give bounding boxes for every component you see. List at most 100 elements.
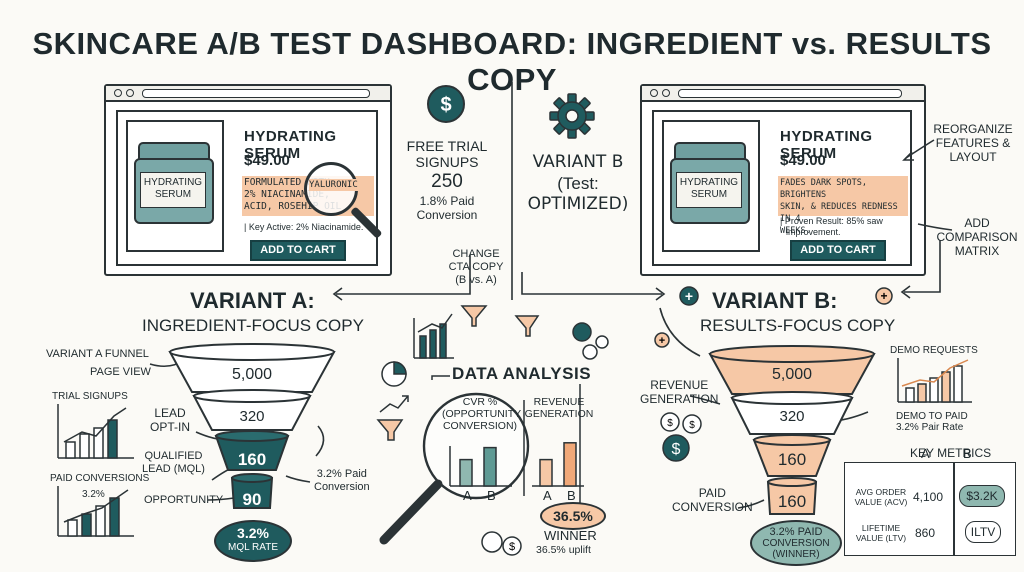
funnel-a-value-1: 5,000 — [231, 366, 273, 383]
paid-conversion-winner-badge: 3.2% PAID CONVERSION (WINNER) — [750, 520, 842, 566]
table-row: AVG ORDER VALUE (ACV) 4,100 $3.2K — [849, 485, 1011, 517]
note-line: ADD — [964, 216, 990, 230]
note-line: (Test: — [557, 174, 599, 193]
magnifier-icon: YALURONIC — [304, 162, 358, 216]
add-to-cart-button-a[interactable]: ADD TO CART — [250, 240, 346, 261]
label-line: GENERATION — [640, 392, 719, 406]
trend-line — [63, 489, 129, 523]
plus-circle-icon — [654, 332, 670, 348]
curve-to-funnel-b — [659, 307, 701, 357]
coins-icon: $ $ $ — [660, 412, 702, 462]
table-row: LIFETIME VALUE (LTV) 860 ILTV — [849, 521, 1011, 553]
arrowhead — [402, 395, 409, 402]
add-to-cart-button-b[interactable]: ADD TO CART — [790, 240, 886, 261]
winner-badge[interactable]: 36.5% — [540, 502, 606, 530]
note-line: CTA COPY — [448, 261, 504, 273]
note-line: CHANGE — [452, 248, 500, 260]
free-trial-label: FREE TRIAL — [406, 138, 488, 154]
paid-conversion-label: 1.8% Paid — [419, 194, 475, 208]
row-value-b: ILTV — [965, 521, 1001, 543]
arrow-add-comparison — [917, 223, 953, 231]
dollar-glyph: $ — [667, 418, 673, 429]
row-value-b: $3.2K — [959, 485, 1005, 507]
bar — [429, 329, 437, 359]
paid-conversion-label: PAID CONVERSION — [672, 486, 753, 514]
arrow-from-comparison — [904, 240, 941, 293]
funnel-rim — [169, 343, 335, 361]
funnel-b-value-4: 160 — [777, 492, 807, 511]
mql-rate-value: 3.2% — [237, 525, 269, 541]
funnel-a-value-2: 320 — [239, 408, 265, 425]
trend-arrow-icon — [379, 395, 409, 413]
gear-icon — [549, 93, 595, 139]
funnel-icon — [460, 305, 488, 327]
copy-line: 2% NIACINAMIDE, — [244, 189, 330, 200]
cvr-bars — [459, 446, 497, 487]
paid-conversions-label: PAID CONVERSIONS — [50, 473, 150, 484]
arrow-to-variant-b — [521, 272, 662, 295]
free-trial-value: 250 — [431, 171, 463, 192]
product-name-a: HYDRATING SERUM — [244, 128, 337, 162]
demo-requests-label: DEMO REQUESTS — [890, 345, 978, 356]
funnel-rim — [215, 430, 289, 442]
funnel-b-value-3: 160 — [777, 450, 807, 469]
free-trial-label: SIGNUPS — [415, 154, 479, 170]
arrow-to-variant-a — [336, 255, 471, 295]
row-label: AVG ORDER VALUE (ACV) — [849, 487, 913, 507]
note-line: COMPARISON — [936, 230, 1018, 244]
label-line: GENERATION — [524, 408, 594, 420]
label-line: CVR % — [462, 396, 498, 408]
jar-label: HYDRATING SERUM — [140, 172, 206, 208]
bar — [941, 371, 951, 403]
dollar-coin-icon — [502, 536, 522, 556]
rev-label-b: B — [567, 488, 576, 503]
dollar-coin-icon: $ — [427, 85, 465, 123]
copy-line: FORMULATED WITH — [244, 177, 330, 188]
gear-small-icon — [582, 344, 598, 360]
address-bar[interactable] — [678, 89, 902, 98]
coin — [682, 414, 702, 434]
variant-b-funnel — [708, 345, 876, 515]
uplift-text: 36.5% uplift — [536, 544, 591, 556]
product-name-b: HYDRATING SERUM — [780, 128, 873, 162]
dollar-glyph: $ — [672, 441, 681, 458]
address-bar[interactable] — [142, 89, 370, 98]
jar-label: HYDRATING SERUM — [676, 172, 742, 208]
badge-line: 3.2% PAID — [769, 526, 823, 538]
funnel-a-value-3: 160 — [237, 450, 267, 469]
center-doodles: $ — [376, 305, 609, 556]
lead-arrow — [315, 425, 325, 457]
plus-circle-icon — [679, 286, 699, 306]
col-header-b: B — [963, 446, 972, 461]
copy-line: FADES DARK SPOTS, BRIGHTENS — [780, 178, 867, 200]
note-line: MATRIX — [954, 244, 1000, 258]
bar — [107, 419, 118, 459]
revenue-title: REVENUE GENERATION — [524, 396, 594, 420]
qualified-lead-label: QUALIFIED LEAD (MQL) — [142, 450, 205, 476]
funnel-icon — [376, 419, 404, 441]
browser-toolbar — [106, 86, 390, 102]
pie-slice — [393, 361, 407, 375]
bar — [65, 441, 76, 459]
variant-a-heading: VARIANT A: — [190, 288, 315, 313]
window-dot-icon — [126, 89, 134, 97]
cvr-title: CVR % (OPPORTUNITY CONVERSION) — [442, 396, 521, 432]
svg-text:$: $ — [440, 94, 451, 116]
change-cta-note: CHANGE CTA COPY (B vs. A) — [446, 248, 506, 287]
variant-b-subheading: RESULTS-FOCUS COPY — [700, 316, 896, 335]
note-line: VARIANT B — [532, 152, 624, 172]
table-divider — [953, 463, 955, 555]
bar — [419, 335, 427, 359]
row-label: LIFETIME VALUE (LTV) — [849, 523, 913, 543]
trend-line — [63, 407, 127, 443]
revenue-arrow — [689, 395, 721, 405]
demo-to-paid-label: DEMO TO PAID — [896, 411, 968, 422]
product-card-b: HYDRATING SERUM HYDRATING SERUM $49.00 F… — [652, 110, 912, 266]
note-line: FEATURES & — [935, 136, 1011, 150]
page-title: SKINCARE A/B TEST DASHBOARD: INGREDIENT … — [32, 26, 992, 97]
proven-line: | Proven Result: 85% saw — [780, 216, 883, 226]
key-metrics-table: A B AVG ORDER VALUE (ACV) 4,100 $3.2K LI… — [844, 446, 1016, 556]
note-line: 3.2% Paid — [316, 468, 367, 480]
trial-signups-chart — [57, 404, 134, 459]
paid-conversion-label: Conversion — [416, 208, 478, 222]
